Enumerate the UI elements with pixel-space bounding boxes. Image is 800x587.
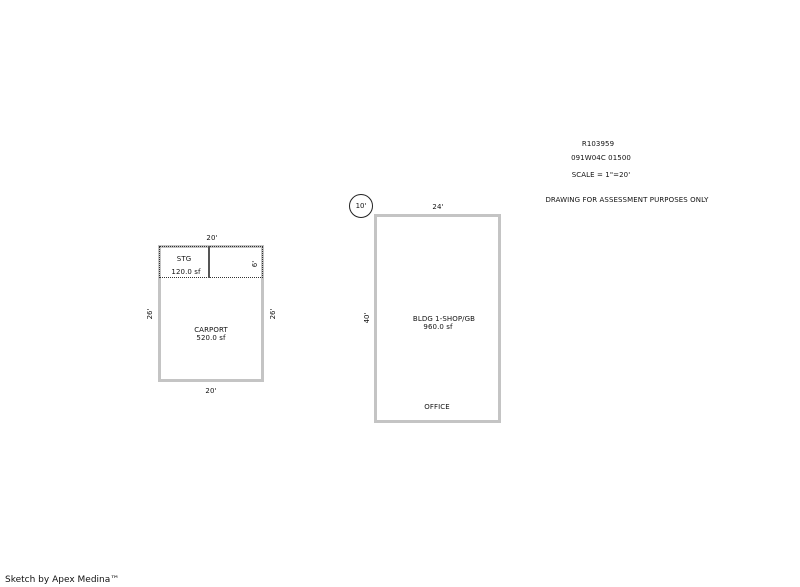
carport-label: CARPORT [194,326,228,334]
parcel-id: R103959 [581,140,615,148]
storage-divider [208,246,210,278]
carport-left-dimension: 26' [146,308,154,320]
building-left-dimension: 40' [363,312,371,324]
map-number: 091W04C 01500 [571,154,631,162]
sketch-credit: Sketch by Apex Medina™ [5,575,120,585]
carport-area: 520.0 sf [196,334,226,342]
carport-top-dimension: 20' [206,234,218,242]
storage-area: 120.0 sf [171,268,201,276]
scale-label: SCALE = 1"=20' [571,171,631,179]
building-outline [374,214,501,423]
building-label: BLDG 1-SHOP/GB [412,315,476,323]
storage-depth-dimension: 6' [251,260,259,268]
storage-label: STG [176,255,192,263]
building-area: 960.0 sf [423,323,453,331]
height-marker-circle: 10' [349,194,373,218]
building-top-dimension: 24' [432,203,444,211]
carport-right-dimension: 26' [269,308,277,320]
storage-outline [159,246,263,278]
office-label: OFFICE [424,403,450,411]
carport-bottom-dimension: 20' [205,387,217,395]
assessment-disclaimer: DRAWING FOR ASSESSMENT PURPOSES ONLY [545,196,709,204]
